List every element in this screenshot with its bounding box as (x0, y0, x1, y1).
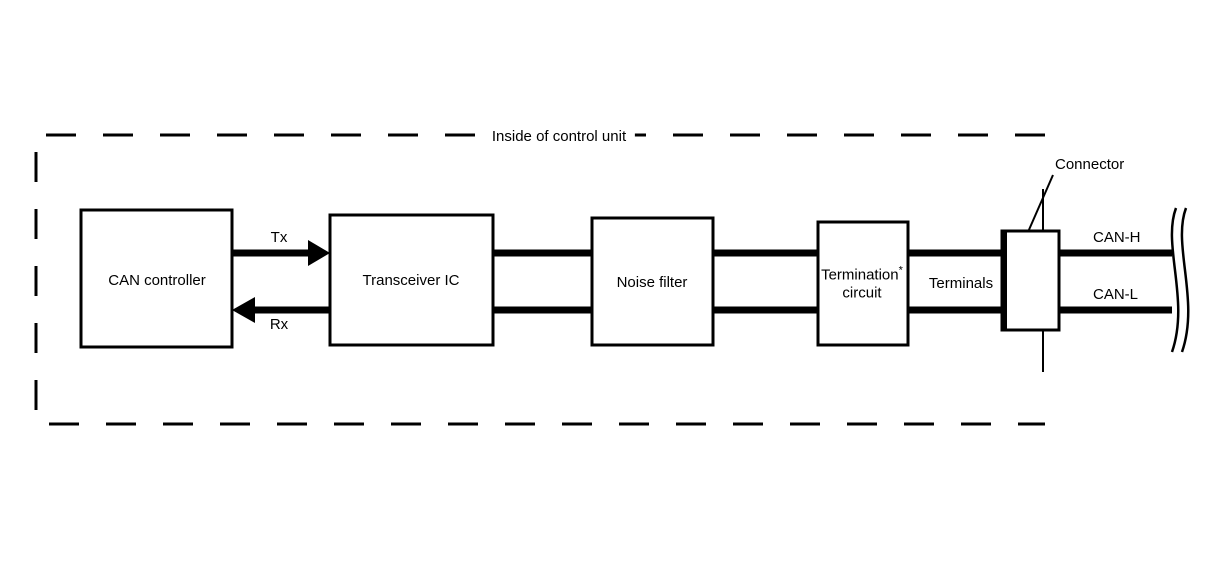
tx-label: Tx (270, 229, 288, 247)
block-label-can-controller: CAN controller (108, 272, 206, 290)
block-termination-circuit[interactable] (816, 220, 910, 347)
termination-label-line1: Termination (821, 266, 899, 284)
can-high-label: CAN-H (1093, 229, 1141, 246)
connector-leader-line (1027, 174, 1054, 233)
control-unit-enclosure (34, 133, 1045, 426)
terminals-label: Terminals (928, 275, 994, 293)
termination-footnote-marker: * (898, 264, 903, 277)
harness-break-line-inner (1180, 207, 1190, 353)
block-noise-filter[interactable] (590, 216, 715, 347)
rx-arrow-head (232, 297, 255, 323)
block-label-noise-filter: Noise filter (616, 274, 688, 292)
harness-break-line-outer (1170, 207, 1180, 353)
block-transceiver-ic[interactable] (328, 213, 495, 347)
connector-body[interactable] (1000, 229, 1061, 332)
rx-label: Rx (269, 316, 289, 334)
enclosure-title: Inside of control unit (482, 128, 636, 146)
block-label-termination-circuit: Termination* circuit (821, 264, 903, 301)
can-low-label: CAN-L (1093, 286, 1139, 303)
block-label-transceiver-ic: Transceiver IC (362, 272, 460, 290)
connector-label: Connector (1055, 156, 1125, 173)
tx-arrow-head (308, 240, 330, 266)
block-can-controller[interactable] (79, 208, 234, 349)
termination-label-line2: circuit (842, 284, 882, 301)
